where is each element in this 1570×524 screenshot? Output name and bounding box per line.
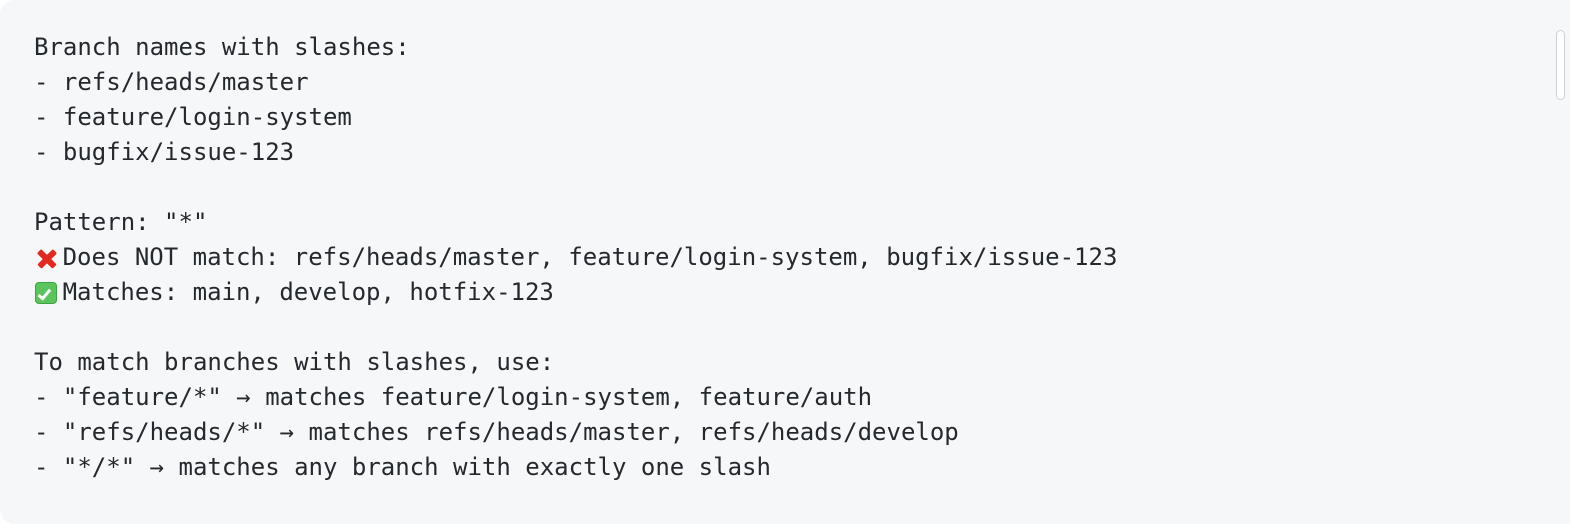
branch-refs-heads-master: - refs/heads/master	[34, 65, 1530, 100]
example-glob-slash-glob: - "*/*" → matches any branch with exactl…	[34, 450, 1530, 485]
branch-refs-heads-master-label: - refs/heads/master	[34, 68, 309, 96]
spacer-2	[34, 310, 1530, 345]
heading-branch-names-label: Branch names with slashes:	[34, 33, 410, 61]
example-feature-glob: - "feature/*" → matches feature/login-sy…	[34, 380, 1530, 415]
example-glob-slash-glob-label: - "*/*" → matches any branch with exactl…	[34, 453, 771, 481]
branch-bugfix-issue-123-label: - bugfix/issue-123	[34, 138, 295, 166]
heading-branch-names: Branch names with slashes:	[34, 30, 1530, 65]
matches-row-label: Matches: main, develop, hotfix-123	[62, 278, 554, 306]
heading-to-match-branches-label: To match branches with slashes, use:	[34, 348, 555, 376]
does-not-match-row: Does NOT match: refs/heads/master, featu…	[34, 240, 1530, 275]
branch-feature-login-system: - feature/login-system	[34, 100, 1530, 135]
does-not-match-row-label: Does NOT match: refs/heads/master, featu…	[62, 243, 1118, 271]
vertical-scrollbar-track[interactable]	[1554, 0, 1568, 524]
spacer-1	[34, 170, 1530, 205]
example-feature-glob-label: - "feature/*" → matches feature/login-sy…	[34, 383, 873, 411]
output-text-block: Branch names with slashes: - refs/heads/m…	[34, 30, 1530, 485]
pattern-declaration: Pattern: "*"	[34, 205, 1530, 240]
cross-mark-icon	[34, 240, 63, 275]
heading-to-match-branches: To match branches with slashes, use:	[34, 345, 1530, 380]
branch-bugfix-issue-123: - bugfix/issue-123	[34, 135, 1530, 170]
example-refs-heads-glob: - "refs/heads/*" → matches refs/heads/ma…	[34, 415, 1530, 450]
branch-feature-login-system-label: - feature/login-system	[34, 103, 352, 131]
vertical-scrollbar-thumb[interactable]	[1556, 30, 1565, 100]
pattern-declaration-label: Pattern: "*"	[34, 208, 208, 236]
example-refs-heads-glob-label: - "refs/heads/*" → matches refs/heads/ma…	[34, 418, 959, 446]
check-mark-box	[35, 282, 57, 304]
check-mark-button-icon	[34, 275, 63, 310]
matches-row: Matches: main, develop, hotfix-123	[34, 275, 1530, 310]
